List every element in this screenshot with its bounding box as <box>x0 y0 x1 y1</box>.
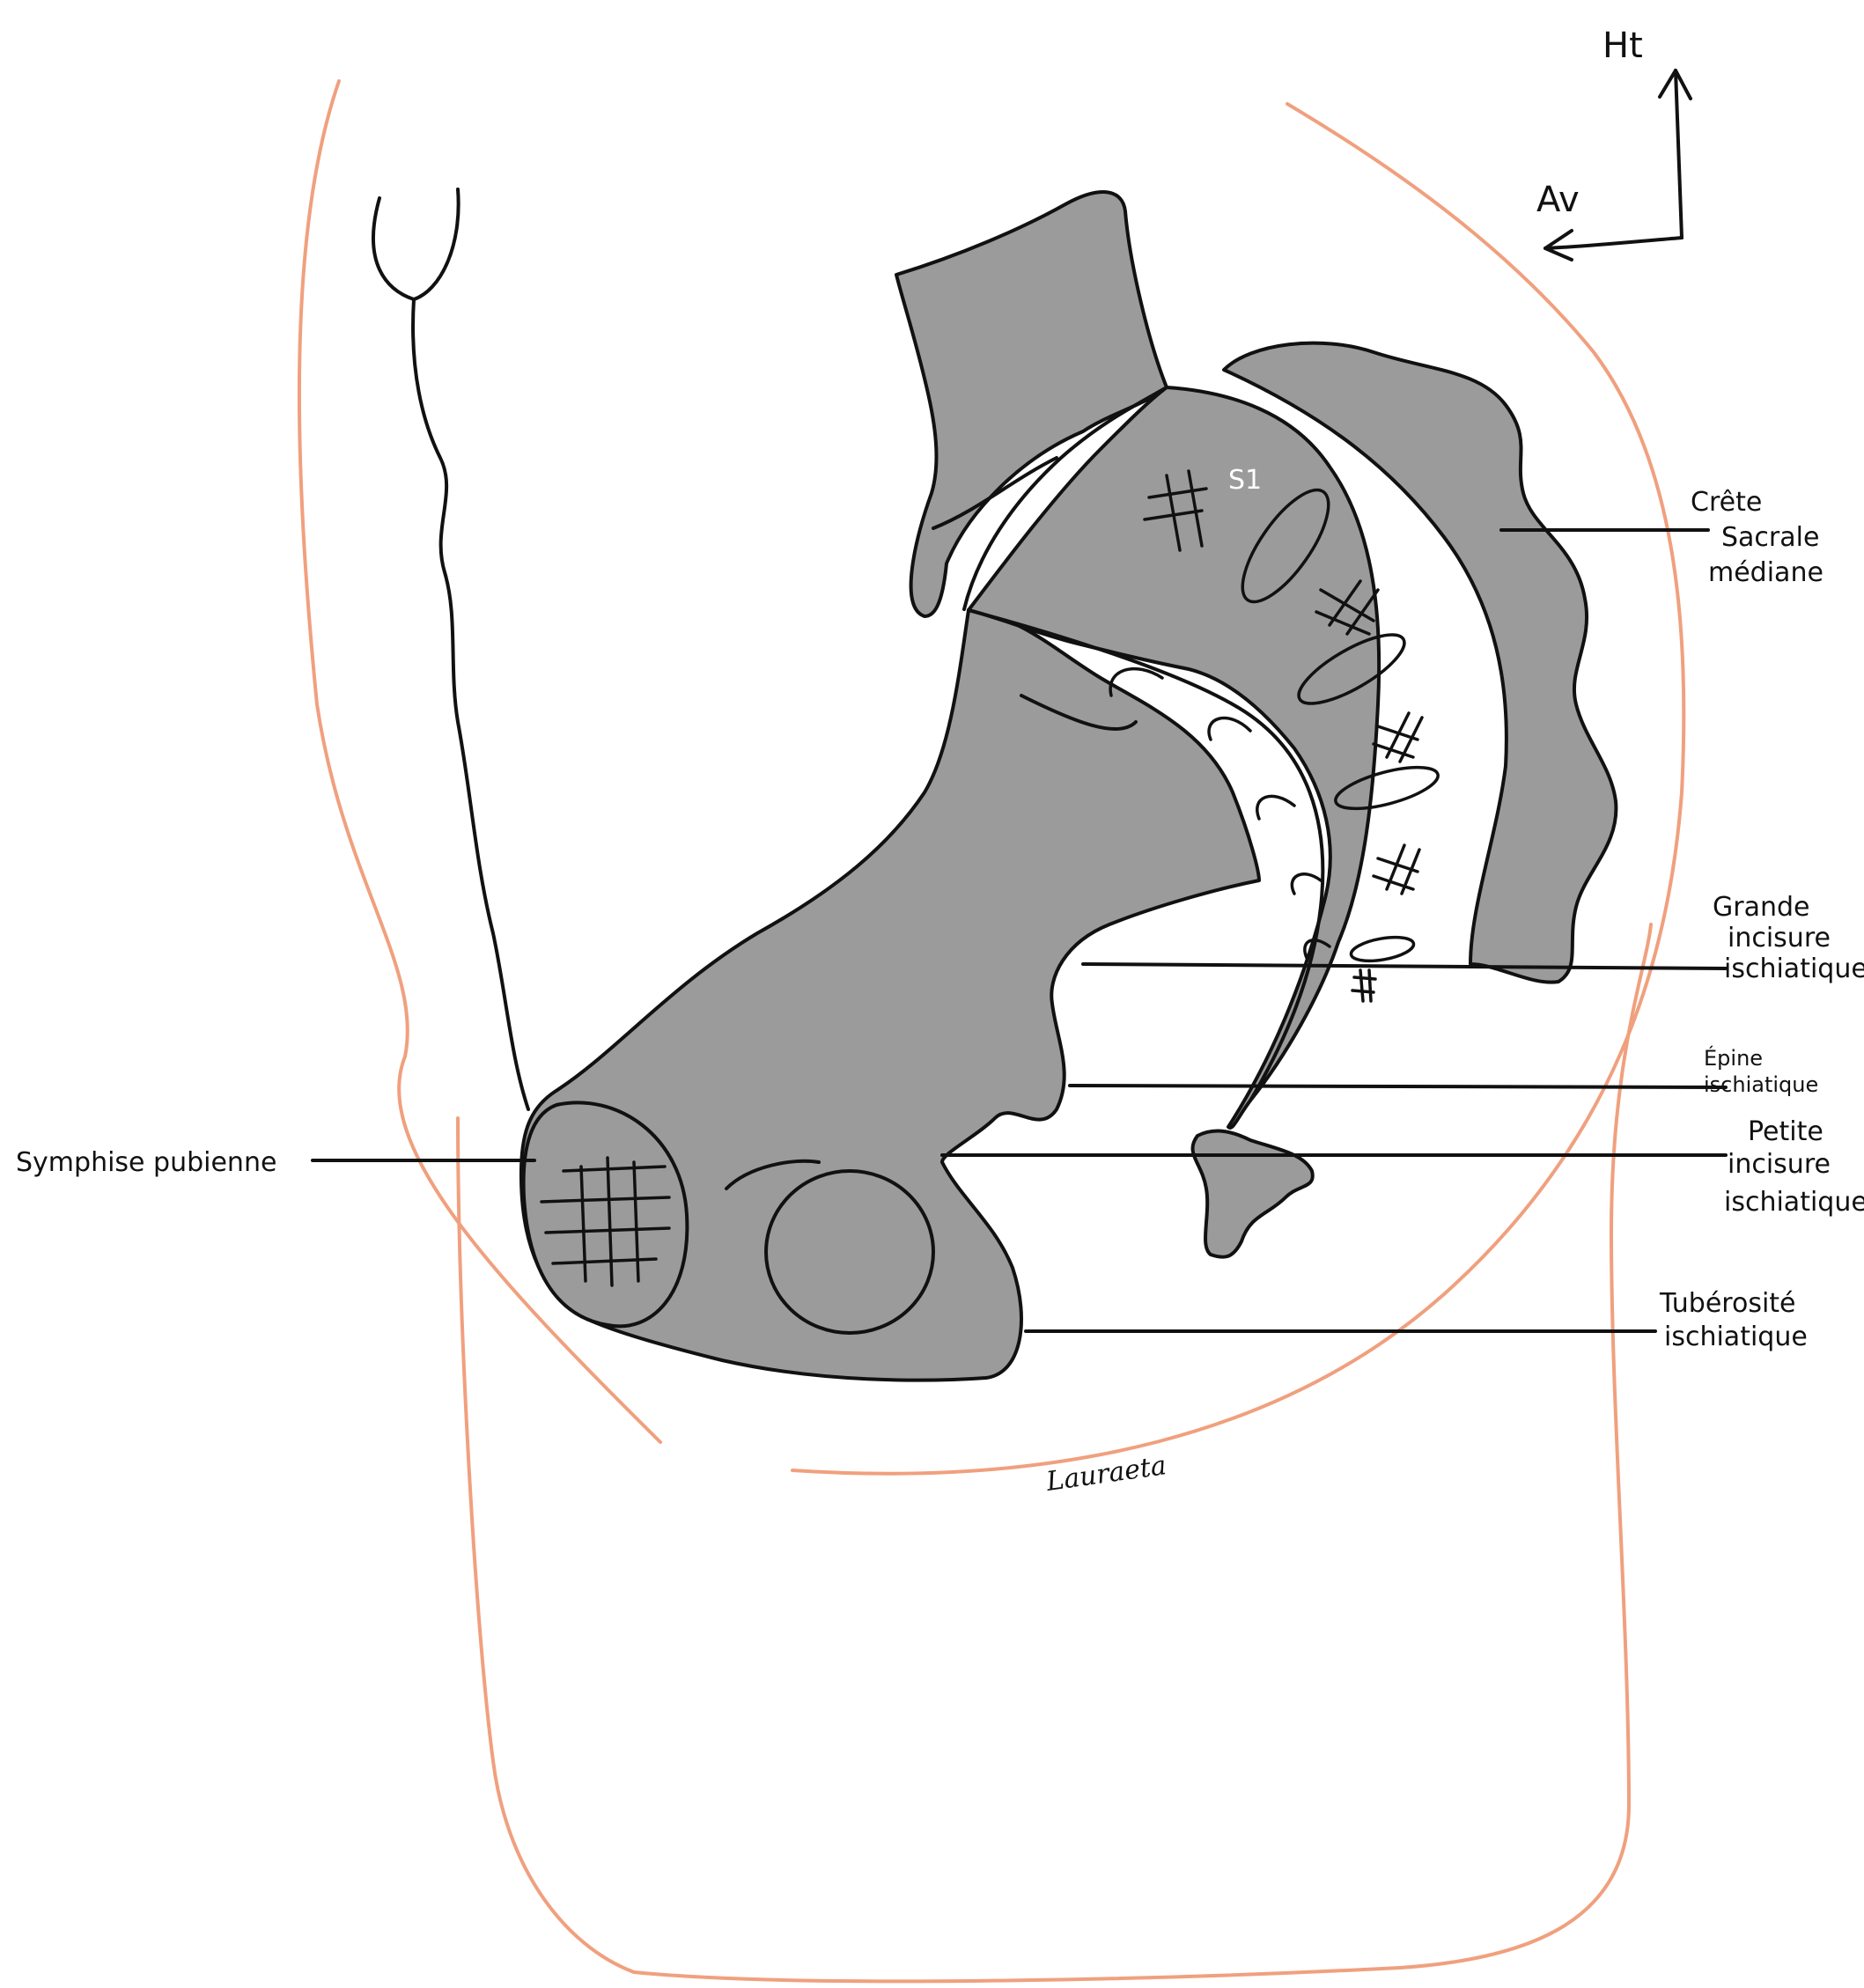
signature: Lauraeta <box>1043 1450 1168 1498</box>
leader-grande-incisure <box>1083 964 1726 968</box>
label-symphise: Symphise pubienne <box>16 1147 276 1178</box>
ischial-spine-blob <box>1193 1131 1313 1257</box>
label-grande-incisure: Grande incisure ischiatique <box>1713 892 1864 984</box>
orientation-front-label: Av <box>1536 180 1580 220</box>
orientation-indicator: Ht Av <box>1536 26 1691 260</box>
arrow-front <box>1545 238 1682 248</box>
segment-label-s1: S1 <box>1228 465 1262 496</box>
label-tuberosite: Tubérosité ischiatique <box>1659 1288 1808 1352</box>
genital-curve <box>373 189 459 299</box>
segment-label-s5: S5 <box>1331 1020 1356 1042</box>
label-crete-sacrale: Crête Sacrale médiane <box>1691 487 1828 588</box>
leader-epine <box>1070 1086 1726 1087</box>
label-petite-incisure: Petite incisure ischiatique <box>1724 1116 1864 1218</box>
label-epine: Épine ischiatique <box>1704 1045 1818 1097</box>
arrow-up <box>1676 70 1682 238</box>
segment-label-s3: S3 <box>1422 725 1455 755</box>
segment-label-s2: S2 <box>1382 593 1416 623</box>
genital-line <box>413 299 528 1109</box>
segment-label-s4: S4 <box>1413 811 1447 842</box>
orientation-up-label: Ht <box>1602 26 1643 66</box>
